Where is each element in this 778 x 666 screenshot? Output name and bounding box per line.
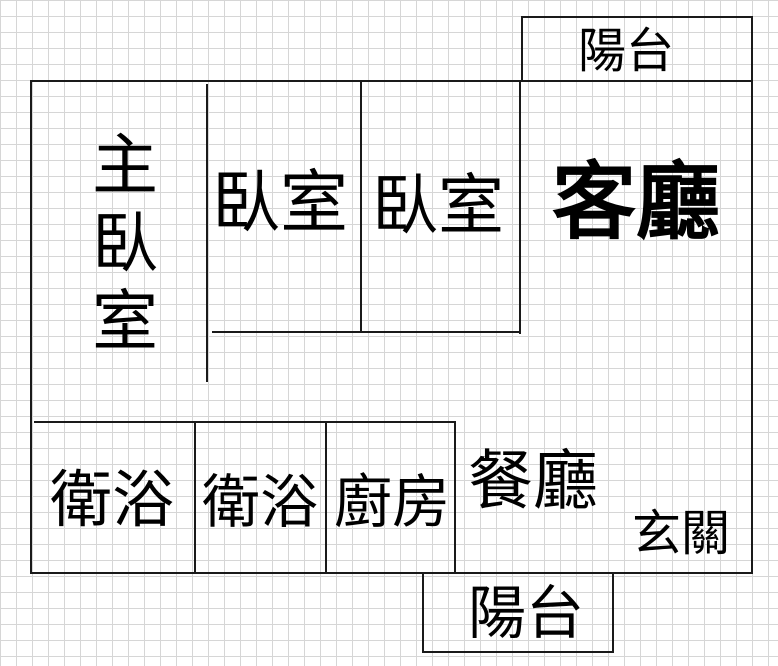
bathroom-1-label: 衛浴 [50, 463, 175, 536]
balcony-top-label: 陽台 [578, 23, 675, 79]
dining-room-label: 餐廳 [468, 444, 599, 519]
wall-service-top [34, 421, 456, 423]
wall-outer-left [30, 80, 32, 574]
wall-kitchen-right [454, 421, 456, 573]
wall-balcony-bottom-right [612, 572, 614, 653]
wall-bedroom-right [519, 82, 521, 334]
wall-bedroom-divider [360, 82, 362, 332]
entrance-label: 玄關 [632, 505, 731, 562]
master-bedroom-label: 主臥室 [81, 130, 158, 364]
wall-outer-top [30, 80, 753, 82]
kitchen-label: 廚房 [334, 468, 451, 536]
wall-balcony-bottom-left [422, 572, 424, 653]
living-room-label: 客廳 [552, 153, 721, 251]
wall-bath1-right [194, 421, 196, 573]
wall-balcony-top-left [521, 16, 523, 82]
wall-balcony-top-top [521, 16, 753, 18]
bedroom-1-label: 臥室 [212, 164, 349, 243]
balcony-bottom-label: 陽台 [468, 579, 585, 647]
bathroom-2-label: 衛浴 [202, 468, 319, 536]
wall-outer-right [751, 80, 753, 574]
wall-balcony-top-right [751, 16, 753, 82]
wall-bath2-right [325, 421, 327, 573]
wall-balcony-bottom-bottom [422, 651, 614, 653]
bedroom-2-label: 臥室 [372, 167, 504, 244]
wall-master-bedroom-right [206, 84, 208, 382]
wall-outer-bottom [30, 572, 753, 574]
wall-bedrooms-bottom [212, 331, 521, 333]
